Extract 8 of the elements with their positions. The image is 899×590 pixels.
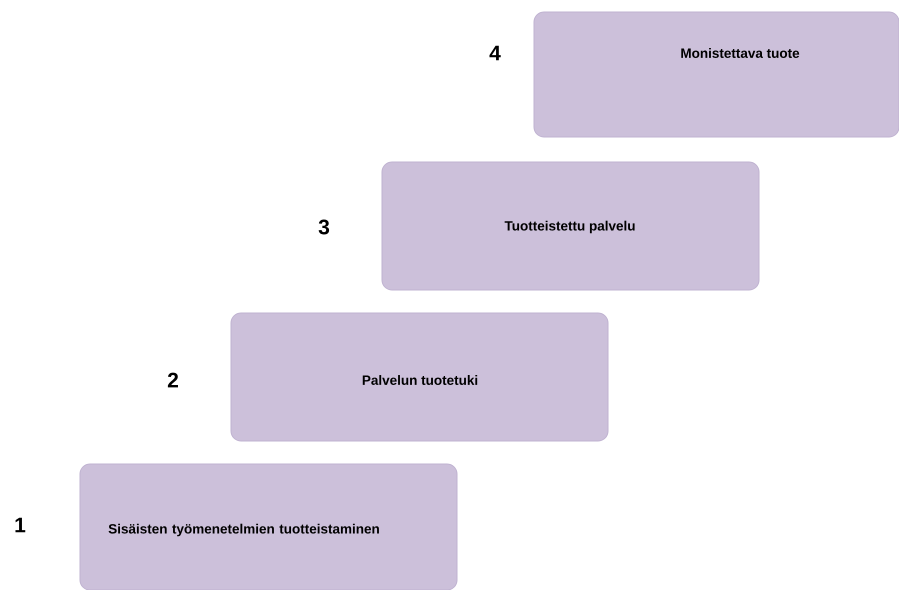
step-number: 4 bbox=[489, 46, 501, 60]
step-number: 2 bbox=[168, 372, 178, 388]
process-box: Tuotteistettu palvelu bbox=[382, 162, 760, 290]
step-number: 1 bbox=[15, 518, 26, 532]
process-box: Palvelun tuotetuki bbox=[230, 312, 608, 442]
process-box: Sisäisten työmenetelmien tuotteistaminen bbox=[80, 464, 458, 590]
step-number: 3 bbox=[318, 220, 330, 234]
process-box: Monistettava tuote bbox=[534, 12, 899, 138]
